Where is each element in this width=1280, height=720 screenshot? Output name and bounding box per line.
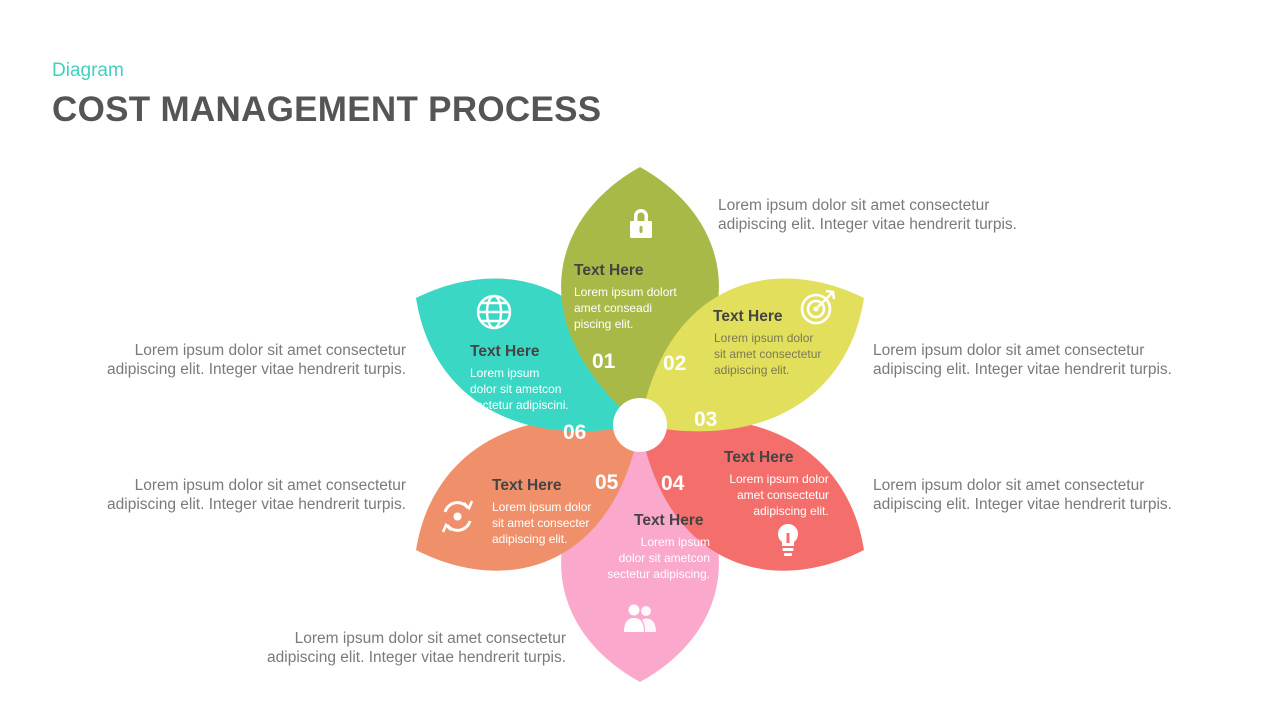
side-note-line: adipiscing elit. Integer vitae hendrerit… xyxy=(873,361,1172,378)
petal-03-text: adipiscing elit. xyxy=(753,504,828,518)
page-title: COST MANAGEMENT PROCESS xyxy=(52,90,602,129)
side-note-line: Lorem ipsum dolor sit amet consectetur xyxy=(873,342,1145,359)
side-note-06: Lorem ipsum dolor sit amet consectetur a… xyxy=(107,341,406,379)
side-note-03: Lorem ipsum dolor sit amet consectetur a… xyxy=(873,476,1172,514)
petal-04-text: sectetur adipiscing. xyxy=(607,567,710,581)
petal-06-text: sectetur adipiscini. xyxy=(470,398,569,412)
petal-02-text: sit amet consectetur xyxy=(714,347,821,361)
petal-06-number: 06 xyxy=(563,421,586,444)
petal-01-text: Lorem ipsum dolort xyxy=(574,285,677,299)
petal-03-shape xyxy=(640,418,864,571)
side-note-line: adipiscing elit. Integer vitae hendrerit… xyxy=(107,496,406,513)
petal-03-text: Lorem ipsum dolor xyxy=(729,472,828,486)
side-note-01: Lorem ipsum dolor sit amet consectetur a… xyxy=(718,196,1017,234)
side-note-line: adipiscing elit. Integer vitae hendrerit… xyxy=(107,361,406,378)
refresh-icon xyxy=(441,500,474,533)
petal-05-text: adipiscing elit. xyxy=(492,532,567,546)
target-icon xyxy=(800,289,836,325)
petal-06-text: dolor sit ametcon xyxy=(470,382,561,396)
petal-04-text: dolor sit ametcon xyxy=(619,551,710,565)
side-note-line: adipiscing elit. Integer vitae hendrerit… xyxy=(873,496,1172,513)
side-note-line: adipiscing elit. Integer vitae hendrerit… xyxy=(718,216,1017,233)
center-circle xyxy=(613,398,667,452)
petal-06-text: Lorem ipsum xyxy=(470,366,539,380)
petal-04-number: 04 xyxy=(661,472,685,495)
petal-02-text: adipiscing elit. xyxy=(714,363,789,377)
side-note-line: adipiscing elit. Integer vitae hendrerit… xyxy=(267,649,566,666)
side-note-04: Lorem ipsum dolor sit amet consectetur a… xyxy=(267,629,566,667)
petal-05-text: Lorem ipsum dolor xyxy=(492,500,591,514)
lightbulb-icon xyxy=(778,524,798,556)
petal-05-title: Text Here xyxy=(492,477,562,494)
petal-05-text: sit amet consecter xyxy=(492,516,589,530)
petal-02-title: Text Here xyxy=(713,308,783,325)
side-note-line: Lorem ipsum dolor sit amet consectetur xyxy=(134,477,406,494)
petal-05-shape xyxy=(416,418,640,571)
petal-02-shape xyxy=(640,278,864,432)
petal-01-text: amet conseadi xyxy=(574,301,652,315)
side-note-05: Lorem ipsum dolor sit amet consectetur a… xyxy=(107,476,406,514)
side-note-line: Lorem ipsum dolor sit amet consectetur xyxy=(873,477,1145,494)
petal-04-text: Lorem ipsum xyxy=(641,535,710,549)
petal-01-title: Text Here xyxy=(574,262,644,279)
petal-03-title: Text Here xyxy=(724,449,794,466)
globe-icon xyxy=(476,294,512,330)
petal-02-number: 02 xyxy=(663,352,686,375)
petal-01-text: piscing elit. xyxy=(574,317,633,331)
petal-01-number: 01 xyxy=(592,350,616,373)
side-note-02: Lorem ipsum dolor sit amet consectetur a… xyxy=(873,341,1172,379)
side-note-line: Lorem ipsum dolor sit amet consectetur xyxy=(718,197,990,214)
lock-icon xyxy=(630,209,652,238)
side-note-line: Lorem ipsum dolor sit amet consectetur xyxy=(294,630,566,647)
petal-03-number: 03 xyxy=(694,408,717,431)
petal-06-title: Text Here xyxy=(470,343,540,360)
diagram-kicker: Diagram xyxy=(52,60,124,81)
users-icon xyxy=(624,604,656,632)
petal-02-text: Lorem ipsum dolor xyxy=(714,331,813,345)
side-note-line: Lorem ipsum dolor sit amet consectetur xyxy=(134,342,406,359)
petal-03-text: amet consectetur xyxy=(737,488,829,502)
petal-04-title: Text Here xyxy=(634,512,704,529)
petal-05-number: 05 xyxy=(595,471,619,494)
